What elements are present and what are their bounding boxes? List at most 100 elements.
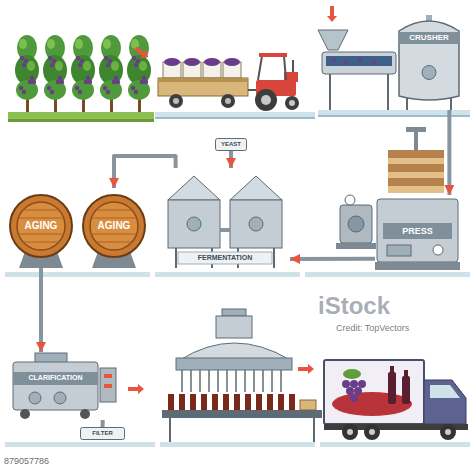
vineyard <box>8 119 154 122</box>
fermentation-tanks-shape <box>230 176 282 200</box>
pipe-connector <box>39 268 43 352</box>
tractor-with-grape-cart <box>292 60 294 72</box>
tractor-with-grape-cart <box>155 117 315 119</box>
tractor-with-grape-cart <box>155 53 315 119</box>
bottling-machine <box>168 394 174 410</box>
wine-press-shape <box>387 245 411 256</box>
delivery-truck <box>440 424 456 440</box>
aging-barrel-shape <box>18 234 63 235</box>
clarification-machine-shape <box>100 368 116 402</box>
clarification-machine-shape <box>5 352 120 420</box>
wine-press-shape <box>433 245 443 255</box>
press-plates-and-pump <box>414 132 418 150</box>
fermentation-tanks-shape <box>220 228 230 232</box>
aging-barrel-shape <box>91 218 136 219</box>
tractor-with-grape-cart <box>173 98 179 104</box>
vineyard <box>43 35 67 114</box>
bottling-machine <box>289 394 295 410</box>
tractor-with-grape-cart <box>221 94 235 108</box>
hopper-conveyor <box>372 60 376 64</box>
crusher-tank: CRUSHER <box>395 15 463 110</box>
tractor-with-grape-cart <box>164 58 180 66</box>
pipe-connector <box>290 257 375 261</box>
yeast-tank-label: YEAST <box>215 141 247 148</box>
delivery-truck <box>369 429 375 435</box>
bottling-machine <box>208 370 210 392</box>
delivery-truck <box>354 387 362 395</box>
yeast-tank-shape <box>216 139 247 151</box>
pipe-connector <box>447 110 451 195</box>
watermark: iStock <box>318 292 390 320</box>
hopper-conveyor <box>358 57 362 61</box>
press-plates-and-pump <box>388 150 444 158</box>
press-plates-and-pump <box>388 158 444 164</box>
press-plates-and-pump <box>336 243 376 249</box>
yeast-tank: YEAST <box>215 138 247 151</box>
delivery-truck <box>342 380 350 388</box>
bottling-machine <box>300 400 316 410</box>
vineyard <box>99 35 123 114</box>
image-id: 879057786 <box>4 456 49 466</box>
crusher-tank-label: CRUSHER <box>395 33 463 43</box>
bottling-machine <box>162 410 322 418</box>
press-plates-and-pump <box>406 127 426 132</box>
bottling-machine <box>223 394 229 410</box>
clarification-machine-shape <box>13 362 98 410</box>
ground-strips <box>305 272 470 277</box>
bottling-machine <box>179 394 185 410</box>
tractor-with-grape-cart <box>258 56 286 80</box>
aging-barrel-shape <box>23 210 59 211</box>
clarification-machine-shape <box>20 409 30 419</box>
delivery-truck <box>324 360 468 440</box>
bottling-machine <box>245 394 251 410</box>
crusher-tank-shape <box>395 15 463 110</box>
clarification-machine-shape <box>104 374 112 378</box>
aging-barrel-shape <box>96 242 132 243</box>
bottling-machine <box>216 316 252 338</box>
filter-unit-shape <box>81 428 125 440</box>
tractor-with-grape-cart <box>158 78 248 82</box>
delivery-truck <box>402 376 410 404</box>
flow-arrows <box>298 364 314 374</box>
flow-arrows <box>132 44 151 61</box>
wine-press: PRESS <box>375 195 460 270</box>
tractor-with-grape-cart <box>204 58 220 66</box>
hopper-conveyor <box>332 58 336 62</box>
filter-unit: FILTER <box>80 427 125 440</box>
clarification-machine: CLARIFICATION <box>5 352 120 420</box>
aging-barrel-label: AGING <box>5 220 77 232</box>
aging-barrel-shape <box>91 234 136 235</box>
delivery-truck <box>404 370 408 378</box>
fermentation-tanks-shape <box>249 217 263 231</box>
delivery-truck <box>347 429 353 435</box>
flow-arrows <box>128 6 337 394</box>
delivery-truck <box>343 369 361 379</box>
bottling-machine <box>212 394 218 410</box>
bottling-machine <box>313 418 315 442</box>
vineyard <box>15 35 39 114</box>
filter-unit-label: FILTER <box>80 430 125 437</box>
fermentation-tanks-shape <box>168 200 220 248</box>
hopper-conveyor <box>318 30 348 50</box>
hopper-conveyor <box>329 74 331 110</box>
delivery-truck <box>445 429 451 435</box>
press-plates-and-pump <box>388 164 444 172</box>
bottling-machine <box>267 394 273 410</box>
vineyard <box>8 35 154 122</box>
bottling-machine <box>162 309 322 442</box>
aging-barrel: AGING <box>5 188 77 268</box>
vineyard <box>71 35 95 114</box>
tractor-with-grape-cart <box>158 78 248 96</box>
bottling-machine <box>278 394 284 410</box>
fermentation-tanks: FERMENTATION <box>160 168 290 268</box>
bottling-machine <box>253 370 255 392</box>
clarification-machine-label: CLARIFICATION <box>13 374 98 382</box>
bottling-machine <box>176 358 292 370</box>
press-plates-and-pump <box>388 186 444 193</box>
aging-barrel: AGING <box>78 188 150 268</box>
clarification-machine-shape <box>54 392 66 404</box>
